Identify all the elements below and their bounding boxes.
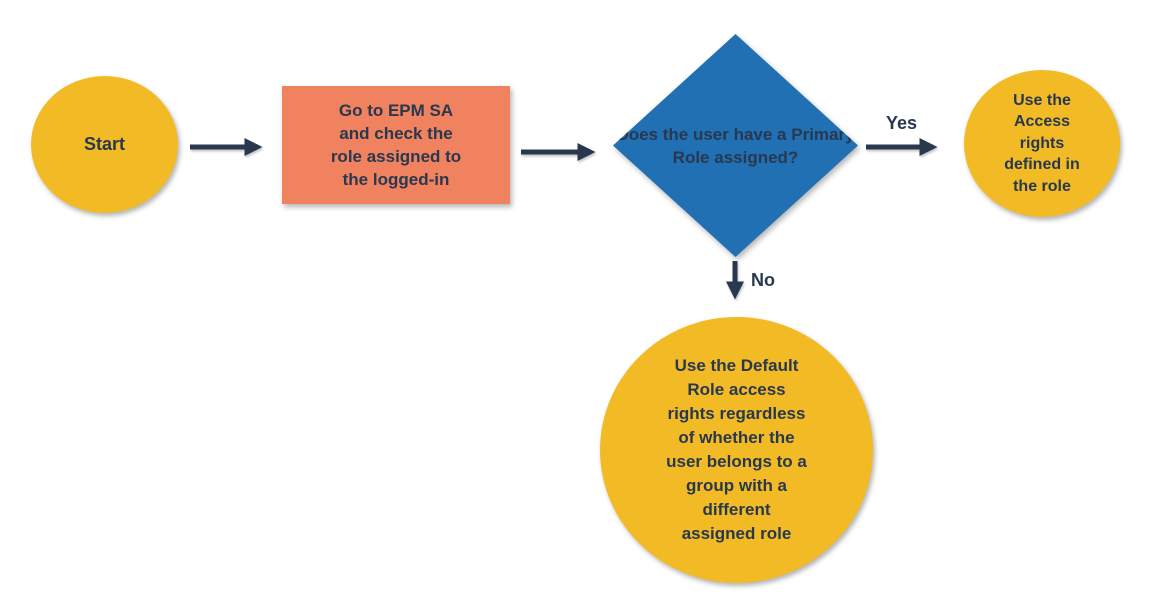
process-node: Go to EPM SA and check the role assigned… — [282, 86, 510, 204]
process-node-label: Go to EPM SA and check the role assigned… — [330, 101, 462, 189]
no-outcome-node-label: Use the Default Role access rights regar… — [666, 356, 807, 543]
decision-node: Does the user have a Primary Role assign… — [613, 34, 858, 257]
yes-outcome-node: Use the Access rights defined in the rol… — [964, 70, 1120, 217]
edge-label-no: No — [751, 270, 775, 290]
decision-node-label: Does the user have a Primary Role assign… — [616, 124, 855, 167]
start-node: Start — [31, 76, 178, 213]
edge-label-yes: Yes — [886, 113, 918, 133]
yes-outcome-node-label: Use the Access rights defined in the rol… — [1004, 91, 1080, 195]
start-node-label: Start — [83, 134, 125, 154]
no-outcome-node: Use the Default Role access rights regar… — [600, 317, 873, 583]
decision-diamond-shape: Does the user have a Primary Role assign… — [613, 34, 858, 257]
